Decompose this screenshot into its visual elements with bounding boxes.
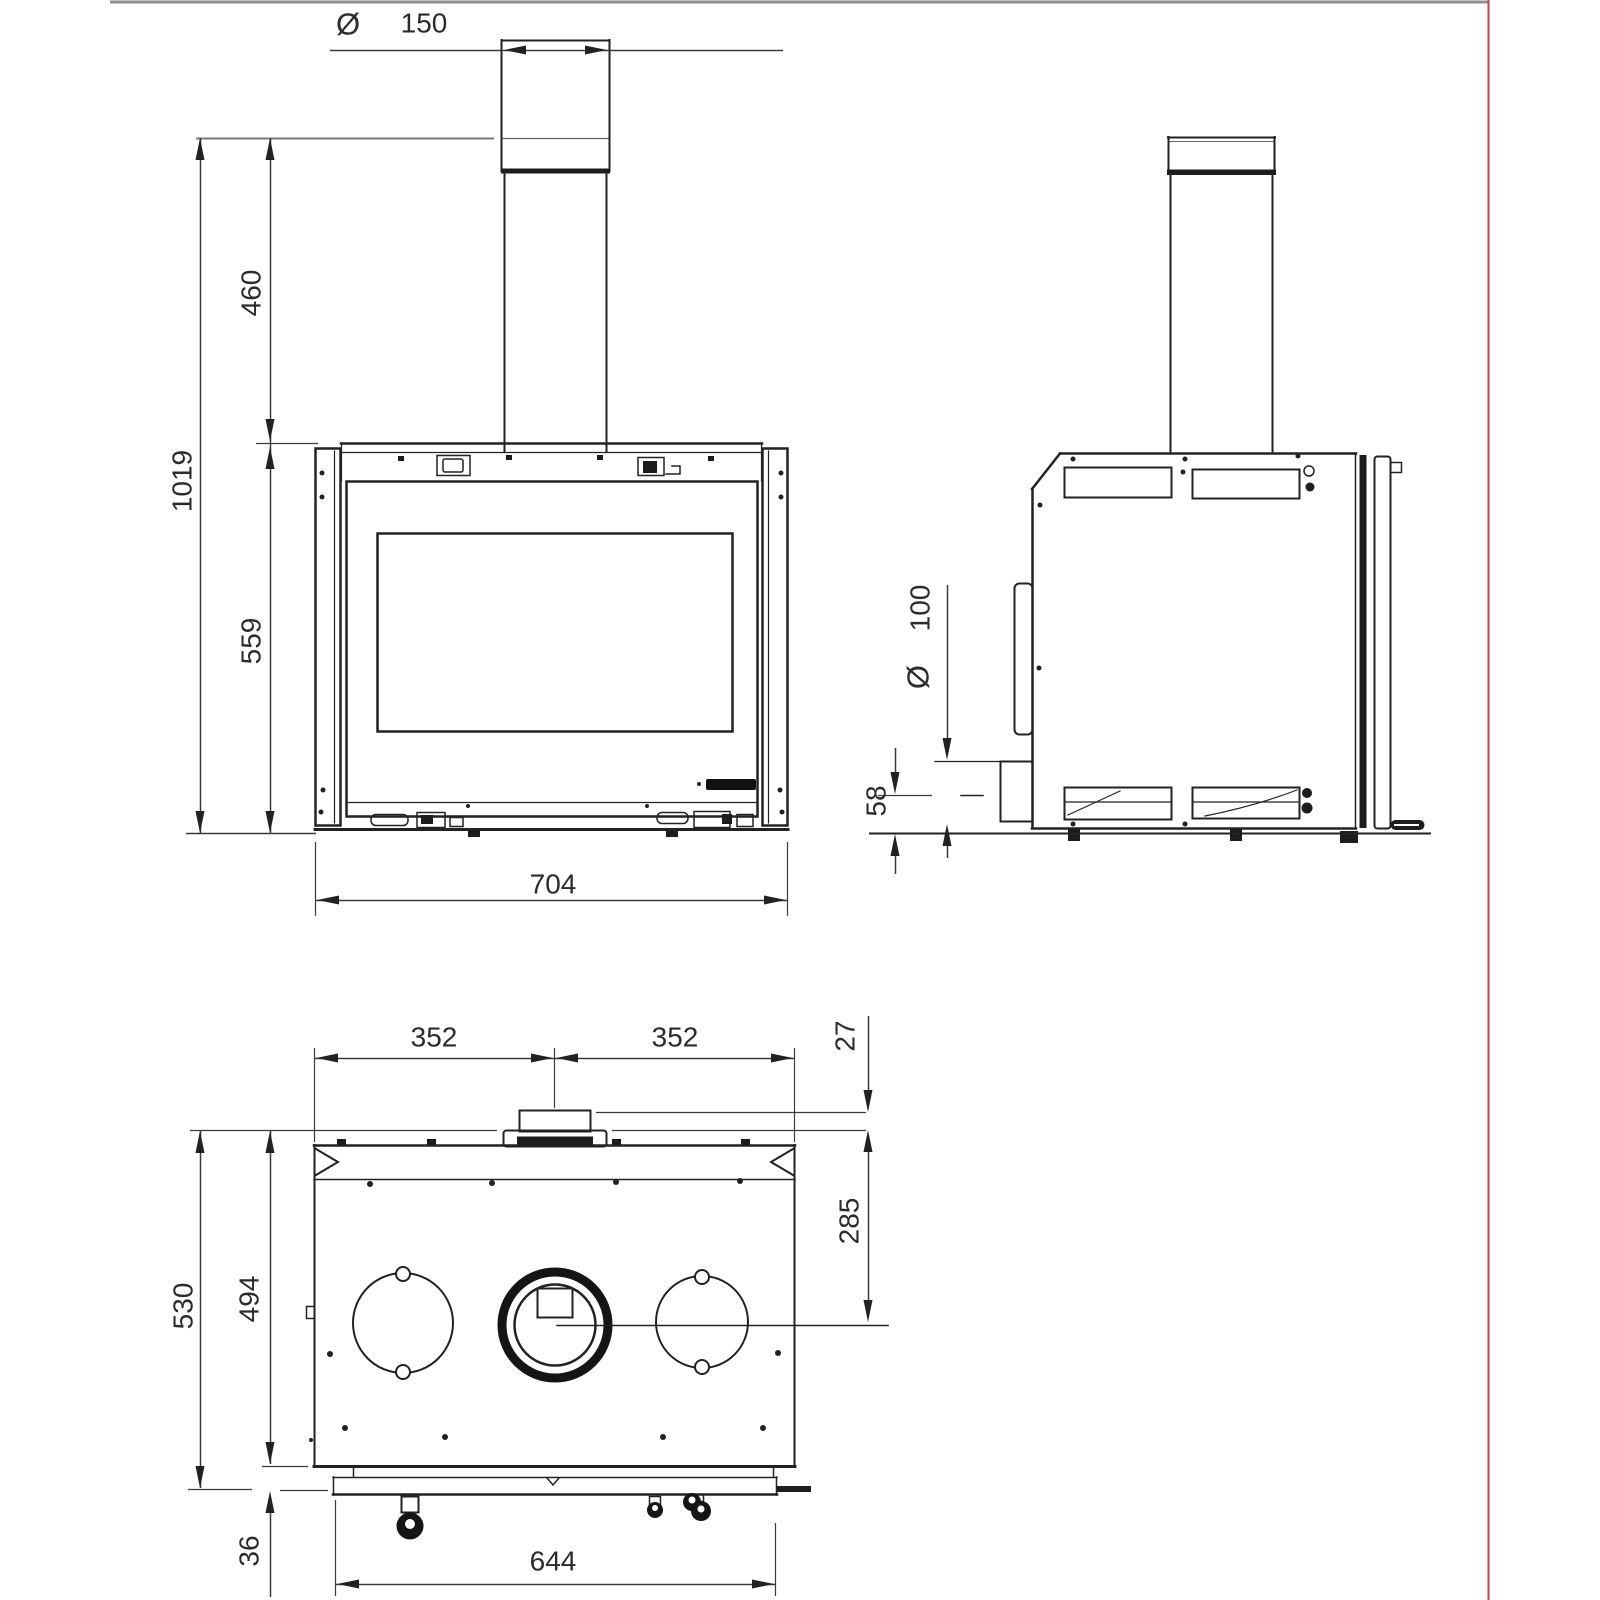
front-view [313, 39, 790, 837]
front-diameter-symbol: Ø [336, 7, 360, 42]
side-door-edge [1373, 455, 1392, 830]
dim-front-section-depth: 36 [234, 1535, 265, 1566]
plan-view [305, 1109, 889, 1540]
front-side-panels [314, 447, 789, 827]
plan-front-rail [331, 1466, 811, 1540]
dim-flue-diameter: 150 [401, 8, 448, 39]
plan-dim-arrows [195, 1053, 873, 1589]
dimension-labels: Ø 150 460 1019 559 704 100 Ø 58 352 352 … [167, 7, 936, 1577]
plan-back-strip [312, 1139, 797, 1181]
side-body [869, 451, 1431, 843]
air-inlet-box [999, 760, 1034, 823]
knockout-left [352, 1272, 454, 1374]
front-bottom-band [313, 801, 790, 837]
plan-flue-collar [502, 1109, 608, 1148]
door-glass [376, 532, 734, 733]
dim-overall-width: 704 [530, 869, 577, 900]
dim-chimney-height: 460 [236, 270, 267, 317]
plan-body [305, 1178, 889, 1468]
side-diameter-symbol: Ø [901, 665, 936, 689]
dim-overall-depth: 530 [168, 1283, 199, 1330]
top-vent-right [1191, 468, 1301, 500]
dim-left-half-width: 352 [411, 1022, 458, 1053]
dim-body-depth: 494 [234, 1276, 265, 1323]
latch-right [637, 456, 665, 477]
dim-air-inlet-height: 58 [861, 785, 892, 816]
front-dim-arrows [195, 45, 786, 905]
front-top-band [339, 442, 764, 482]
dim-air-inlet-diameter: 100 [905, 585, 936, 632]
side-view [869, 136, 1431, 843]
plan-dimensions [188, 1016, 873, 1597]
side-flue-pipe [1167, 136, 1276, 454]
knockout-right [655, 1275, 749, 1369]
hinge-pin [1389, 461, 1403, 474]
dim-flue-center-depth: 285 [834, 1198, 865, 1245]
scan-border [110, 0, 1490, 1600]
caster-left [400, 1495, 420, 1514]
side-dim-arrows [890, 738, 952, 856]
dim-right-half-width: 352 [652, 1022, 699, 1053]
dim-firebox-height: 559 [236, 618, 267, 665]
latch-left [436, 454, 471, 477]
damper-plate [536, 1287, 574, 1319]
dim-flue-offset: 27 [830, 1020, 861, 1051]
front-flue-pipe [500, 39, 611, 453]
side-dimensions [878, 585, 952, 874]
front-door [345, 480, 759, 818]
brand-badge [706, 779, 756, 790]
top-vent-left [1063, 466, 1173, 499]
bottom-vent-left [1063, 786, 1173, 821]
bottom-vent-right [1191, 786, 1301, 820]
side-rail-panel [1013, 582, 1034, 736]
front-dimensions [186, 45, 789, 916]
dim-overall-height: 1019 [167, 450, 198, 512]
dim-base-width: 644 [530, 1546, 577, 1577]
